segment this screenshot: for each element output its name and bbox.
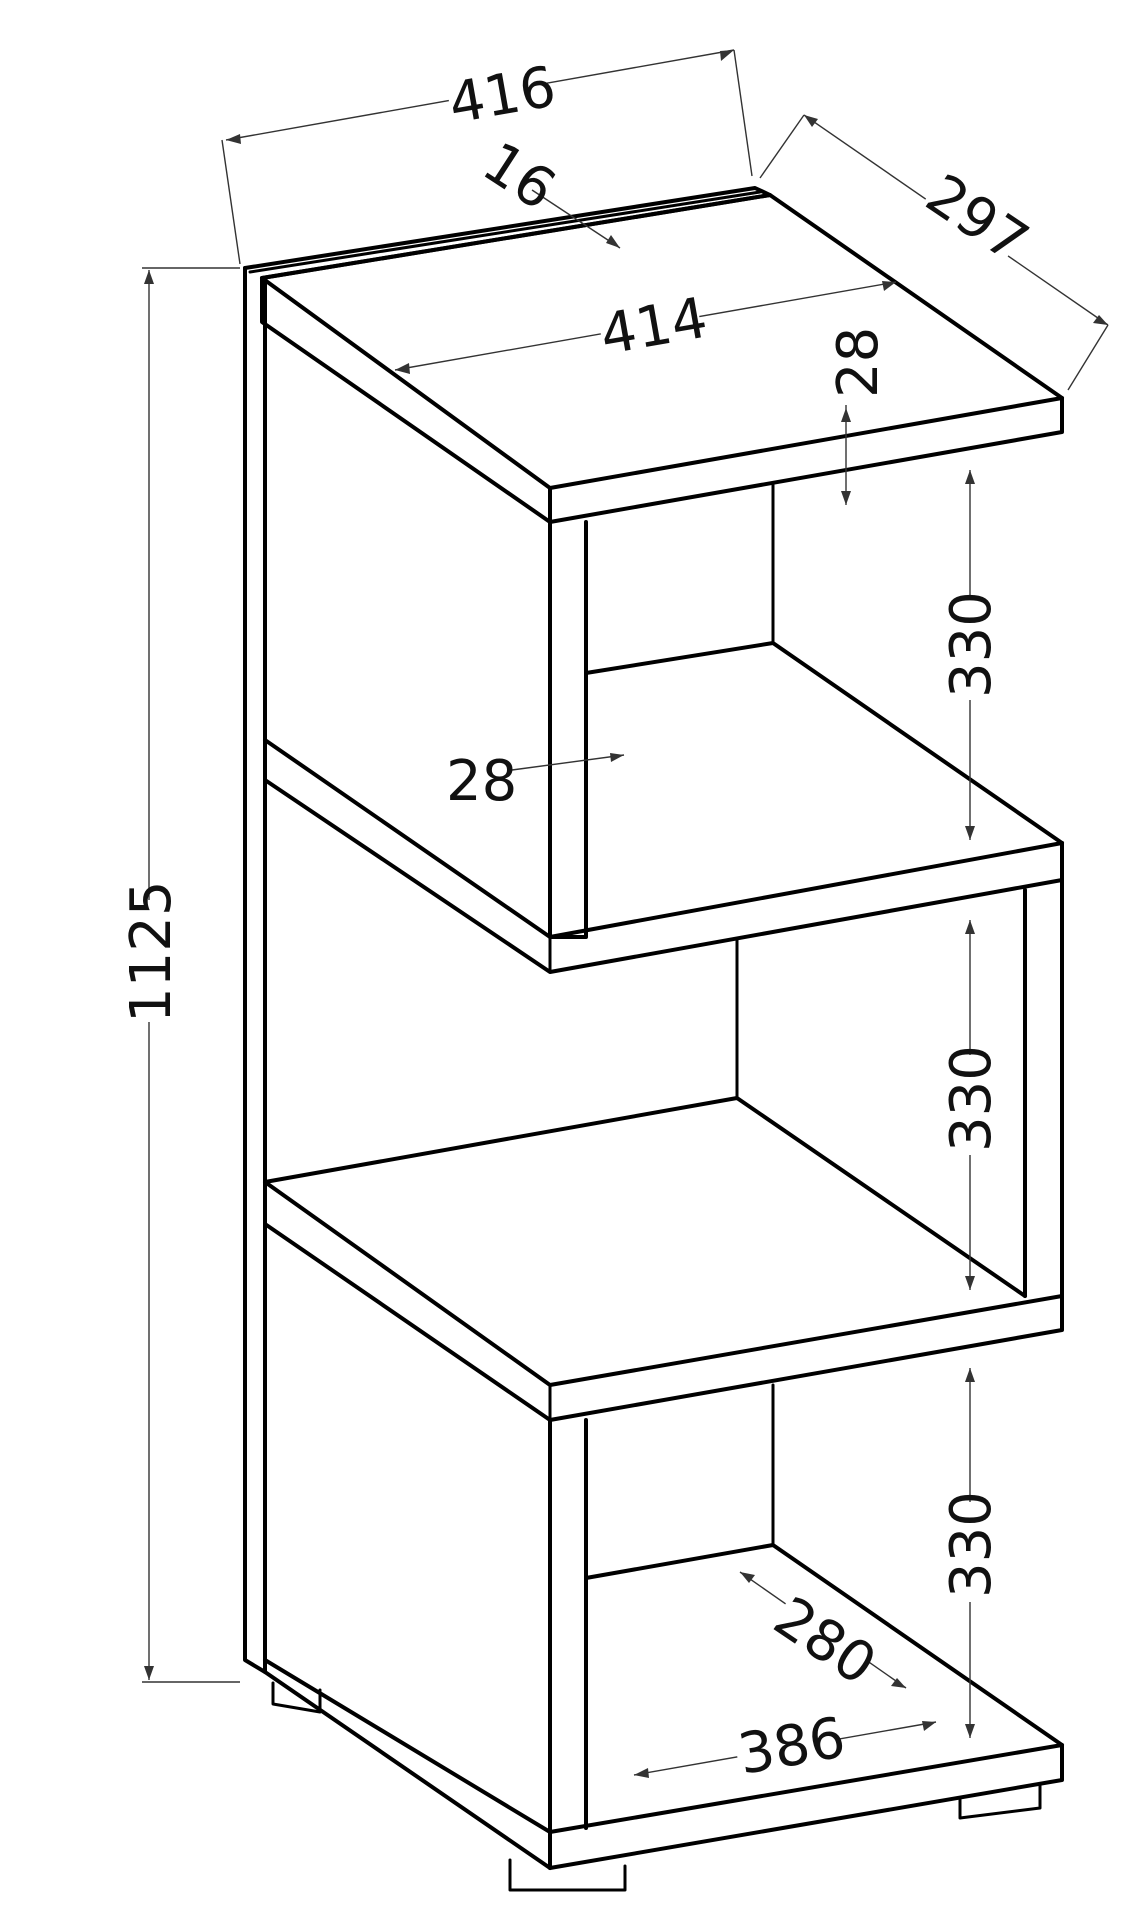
label-bottom-width: 386	[734, 1705, 851, 1788]
arrowhead	[965, 1276, 975, 1290]
dim-416-ext-right	[733, 49, 753, 177]
upper-floor	[584, 641, 1064, 845]
foot-front	[508, 1858, 627, 1892]
arrowhead	[606, 235, 620, 248]
upper-side-panel	[548, 520, 588, 939]
foot-right	[958, 1783, 1042, 1820]
arrowhead	[395, 363, 410, 374]
foot-left	[271, 1681, 322, 1714]
arrowhead	[610, 753, 624, 762]
arrowhead	[922, 1721, 936, 1731]
arrowhead	[804, 115, 818, 127]
arrowhead	[144, 1666, 154, 1680]
lower-floor	[584, 1543, 1064, 1747]
arrowhead	[841, 408, 851, 422]
lower-shelf-top	[263, 1180, 1064, 1387]
label-compartment-height-3: 330	[939, 1491, 1004, 1598]
dim-16-leader	[531, 189, 621, 249]
arrowhead	[720, 50, 734, 61]
label-overall-height: 1125	[119, 880, 184, 1023]
label-top-thickness: 16	[471, 130, 566, 223]
arrowhead	[965, 470, 975, 484]
label-compartment-height-2: 330	[939, 1045, 1004, 1152]
label-side-thickness: 28	[446, 749, 517, 814]
arrowhead	[740, 1572, 755, 1583]
arrowhead	[965, 1368, 975, 1382]
top-shelf-front	[548, 396, 1064, 524]
shelf-body	[243, 186, 1064, 1892]
arrowhead	[226, 134, 241, 144]
middle-side-panel	[1023, 878, 1064, 1298]
middle-floor-back	[263, 1096, 1027, 1298]
label-depth: 297	[914, 162, 1039, 276]
lower-side-panel	[548, 1418, 588, 1834]
bottom-plate-side	[263, 1658, 552, 1870]
dim-416-ext-left	[221, 139, 241, 265]
arrowhead	[965, 826, 975, 840]
middle-shelf-top	[263, 738, 1064, 939]
arrowhead	[965, 1724, 975, 1738]
dimension-labels: 416 297 16 414 28 28 1125 330 330 330 28…	[119, 54, 1039, 1787]
label-bottom-depth: 280	[762, 1585, 887, 1699]
arrowhead	[634, 1768, 649, 1778]
dim-297-ext-bottom	[1067, 324, 1109, 391]
back-panel	[243, 266, 267, 1674]
dim-28-side-leader	[511, 754, 625, 771]
arrowhead	[965, 920, 975, 934]
bottom-plate	[263, 1658, 1064, 1870]
arrowhead	[1093, 315, 1108, 325]
arrowhead	[841, 491, 851, 505]
lower-shelf-front	[263, 1180, 1064, 1422]
arrowheads	[144, 50, 1108, 1778]
label-overall-width: 416	[444, 54, 561, 137]
middle-shelf-front	[263, 738, 1064, 974]
label-compartment-height-1: 330	[939, 591, 1004, 698]
top-shelf-side	[260, 276, 552, 524]
back-panel-top-line	[248, 190, 762, 274]
dim-297-ext-top	[759, 114, 805, 179]
arrowhead	[882, 281, 896, 291]
arrowhead	[891, 1678, 906, 1688]
arrowhead	[144, 270, 154, 284]
label-shelf-thickness: 28	[826, 327, 891, 398]
label-inner-width: 414	[596, 286, 713, 369]
